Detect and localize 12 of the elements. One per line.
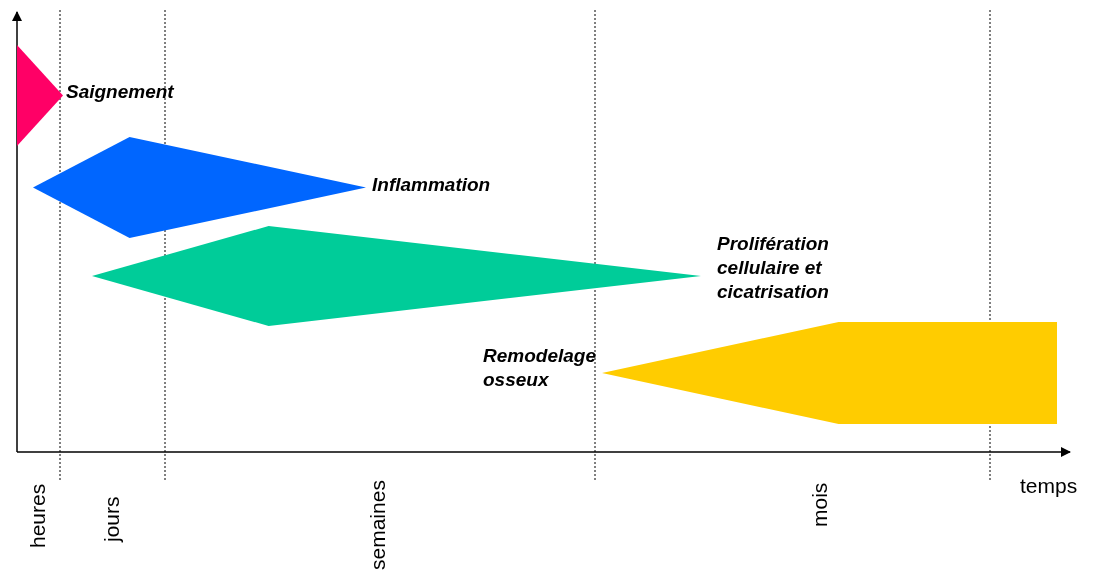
time-scale-label: heures <box>26 483 50 548</box>
phase-label: Inflammation <box>372 173 492 197</box>
time-scale-label: semaines <box>366 480 390 570</box>
phase-label: Remodelage osseux <box>483 344 597 392</box>
axis-title: temps <box>1020 474 1078 498</box>
time-scale-label: mois <box>808 482 832 527</box>
phase-shape <box>602 322 1057 424</box>
time-scale-label: jours <box>100 496 124 542</box>
phase-shape <box>33 137 366 238</box>
phase-label: Saignement <box>66 80 175 104</box>
phase-label: Prolifération cellulaire et cicatrisation <box>717 232 830 304</box>
phase-shape <box>17 45 63 146</box>
